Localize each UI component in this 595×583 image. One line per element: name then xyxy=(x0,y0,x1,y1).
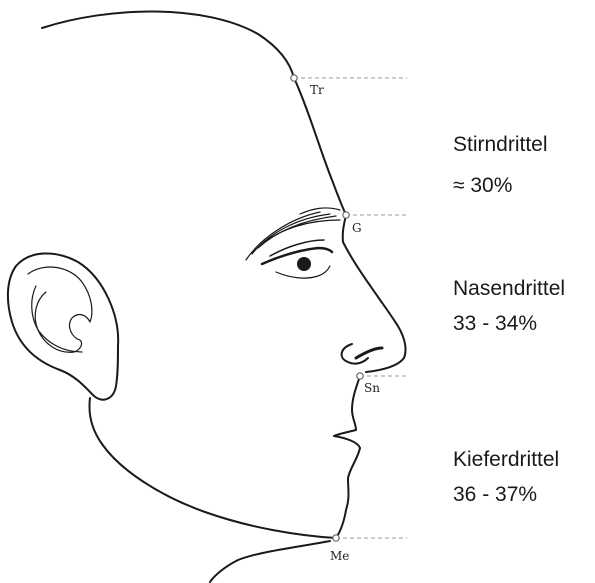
landmark-point-sn xyxy=(357,373,363,379)
landmark-point-tr xyxy=(291,75,297,81)
landmark-point-g xyxy=(343,212,349,218)
landmark-label-sn: Sn xyxy=(364,381,380,395)
ear-inner-helix xyxy=(28,267,92,352)
region-value-nose: 33 - 34% xyxy=(453,311,537,337)
landmark-point-me xyxy=(333,535,339,541)
upper-eyelid xyxy=(262,248,332,264)
ear xyxy=(8,253,118,399)
region-name-forehead: Stirndrittel xyxy=(453,132,548,158)
eye-area xyxy=(246,208,340,278)
ear-outer xyxy=(8,253,118,399)
jaw-contour xyxy=(90,398,337,538)
region-name-jaw: Kieferdrittel xyxy=(453,447,559,473)
ear-antihelix xyxy=(32,286,82,352)
region-value-jaw: 36 - 37% xyxy=(453,482,537,508)
region-name-nose: Nasendrittel xyxy=(453,276,565,302)
landmark-points xyxy=(291,75,363,541)
nose-details xyxy=(342,344,382,364)
region-value-forehead: ≈ 30% xyxy=(453,173,512,199)
skull-and-forehead-contour xyxy=(42,11,346,215)
iris xyxy=(297,257,311,271)
lips-and-chin-contour xyxy=(334,376,360,538)
landmark-label-g: G xyxy=(352,221,362,235)
head-outline xyxy=(42,11,406,582)
neck-contour xyxy=(210,541,330,582)
nostril-shadow xyxy=(356,348,382,358)
landmark-label-me: Me xyxy=(330,549,349,563)
landmark-label-tr: Tr xyxy=(310,83,324,97)
